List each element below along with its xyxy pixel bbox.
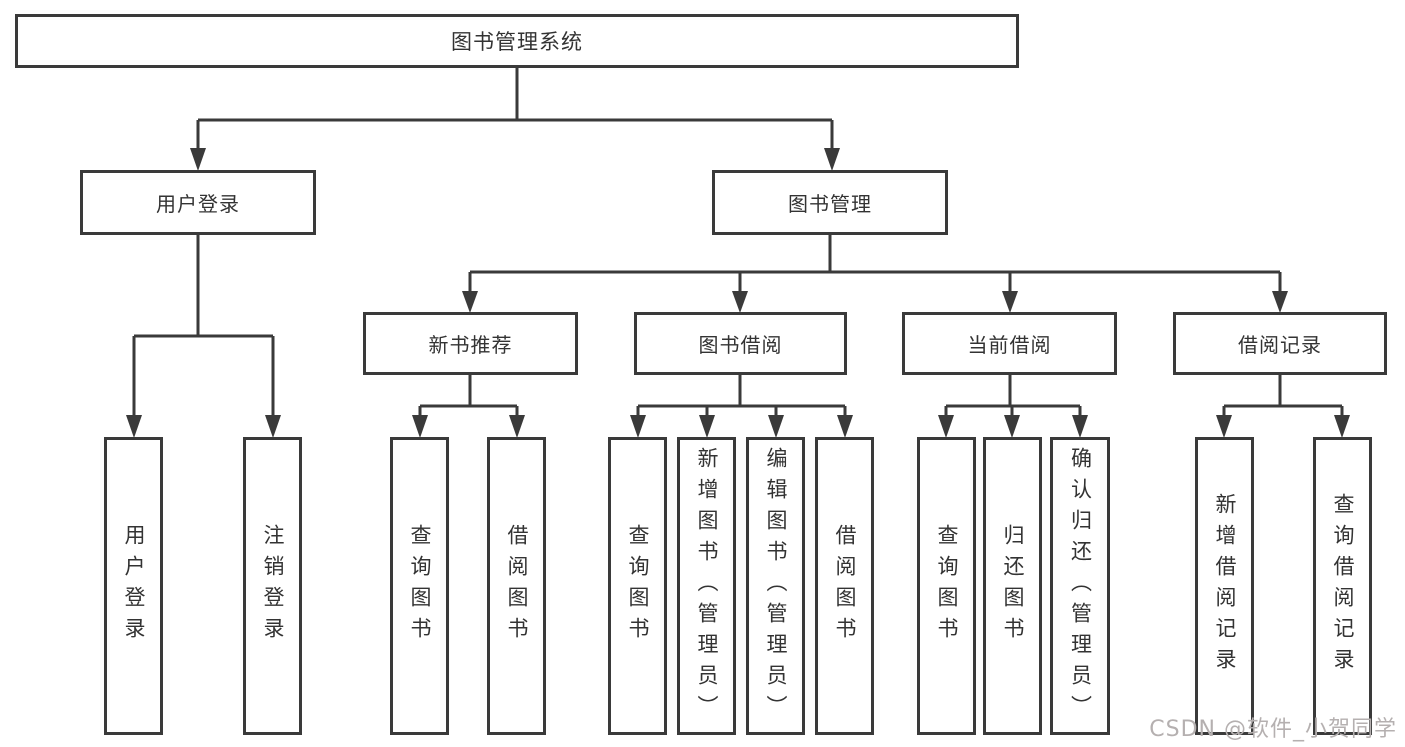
leaf-query-borrow-record-label: 查询借阅记录 — [1331, 493, 1355, 679]
leaf-borrow-query-books: 查询图书 — [608, 437, 667, 735]
connector-book-borrow — [636, 375, 847, 417]
node-book-borrow: 图书借阅 — [634, 312, 847, 375]
leaf-current-query-books-label: 查询图书 — [935, 524, 959, 648]
node-book-management: 图书管理 — [712, 170, 948, 235]
arrowheads — [126, 148, 1350, 438]
connector-current-borrow — [944, 375, 1082, 417]
leaf-confirm-return-admin-label: 确认归还（管理员） — [1068, 446, 1093, 726]
leaf-recommend-query-books: 查询图书 — [390, 437, 449, 735]
node-current-borrow: 当前借阅 — [902, 312, 1117, 375]
leaf-borrow-books: 借阅图书 — [815, 437, 874, 735]
node-new-book-recommend-label: 新书推荐 — [428, 333, 513, 357]
leaf-add-books-admin-label: 新增图书（管理员） — [695, 446, 719, 726]
node-user-login-label: 用户登录 — [156, 192, 240, 216]
leaf-borrow-query-books-label: 查询图书 — [626, 524, 650, 648]
node-current-borrow-label: 当前借阅 — [967, 333, 1052, 357]
leaf-edit-books-admin: 编辑图书（管理员） — [746, 437, 805, 735]
node-book-borrow-label: 图书借阅 — [698, 333, 783, 357]
connector-borrow-records — [1222, 375, 1344, 417]
leaf-return-books: 归还图书 — [983, 437, 1042, 735]
leaf-logout: 注销登录 — [243, 437, 302, 735]
node-borrow-records: 借阅记录 — [1173, 312, 1387, 375]
connector-root — [196, 68, 834, 150]
leaf-user-login-label: 用户登录 — [122, 524, 146, 648]
leaf-borrow-books-label: 借阅图书 — [833, 524, 857, 648]
leaf-add-borrow-record: 新增借阅记录 — [1195, 437, 1254, 735]
connector-new-book-recommend — [418, 375, 519, 417]
leaf-add-books-admin: 新增图书（管理员） — [677, 437, 736, 735]
node-user-login: 用户登录 — [80, 170, 316, 235]
csdn-watermark: CSDN @软件_小贺同学 — [1149, 717, 1397, 742]
leaf-user-login: 用户登录 — [104, 437, 163, 735]
leaf-recommend-borrow-books-label: 借阅图书 — [505, 524, 529, 648]
leaf-add-borrow-record-label: 新增借阅记录 — [1213, 493, 1237, 679]
leaf-logout-label: 注销登录 — [261, 524, 285, 648]
node-book-management-label: 图书管理 — [788, 192, 872, 216]
node-borrow-records-label: 借阅记录 — [1238, 333, 1322, 357]
leaf-recommend-borrow-books: 借阅图书 — [487, 437, 546, 735]
node-root-label: 图书管理系统 — [451, 30, 583, 54]
connector-book-management — [468, 235, 1282, 293]
leaf-current-query-books: 查询图书 — [917, 437, 976, 735]
leaf-edit-books-admin-label: 编辑图书（管理员） — [764, 446, 788, 726]
leaf-recommend-query-books-label: 查询图书 — [408, 524, 432, 648]
leaf-query-borrow-record: 查询借阅记录 — [1313, 437, 1372, 735]
node-root: 图书管理系统 — [15, 14, 1019, 68]
node-new-book-recommend: 新书推荐 — [363, 312, 578, 375]
connector-user-login — [132, 235, 275, 417]
leaf-return-books-label: 归还图书 — [1001, 524, 1025, 648]
leaf-confirm-return-admin: 确认归还（管理员） — [1050, 437, 1110, 735]
